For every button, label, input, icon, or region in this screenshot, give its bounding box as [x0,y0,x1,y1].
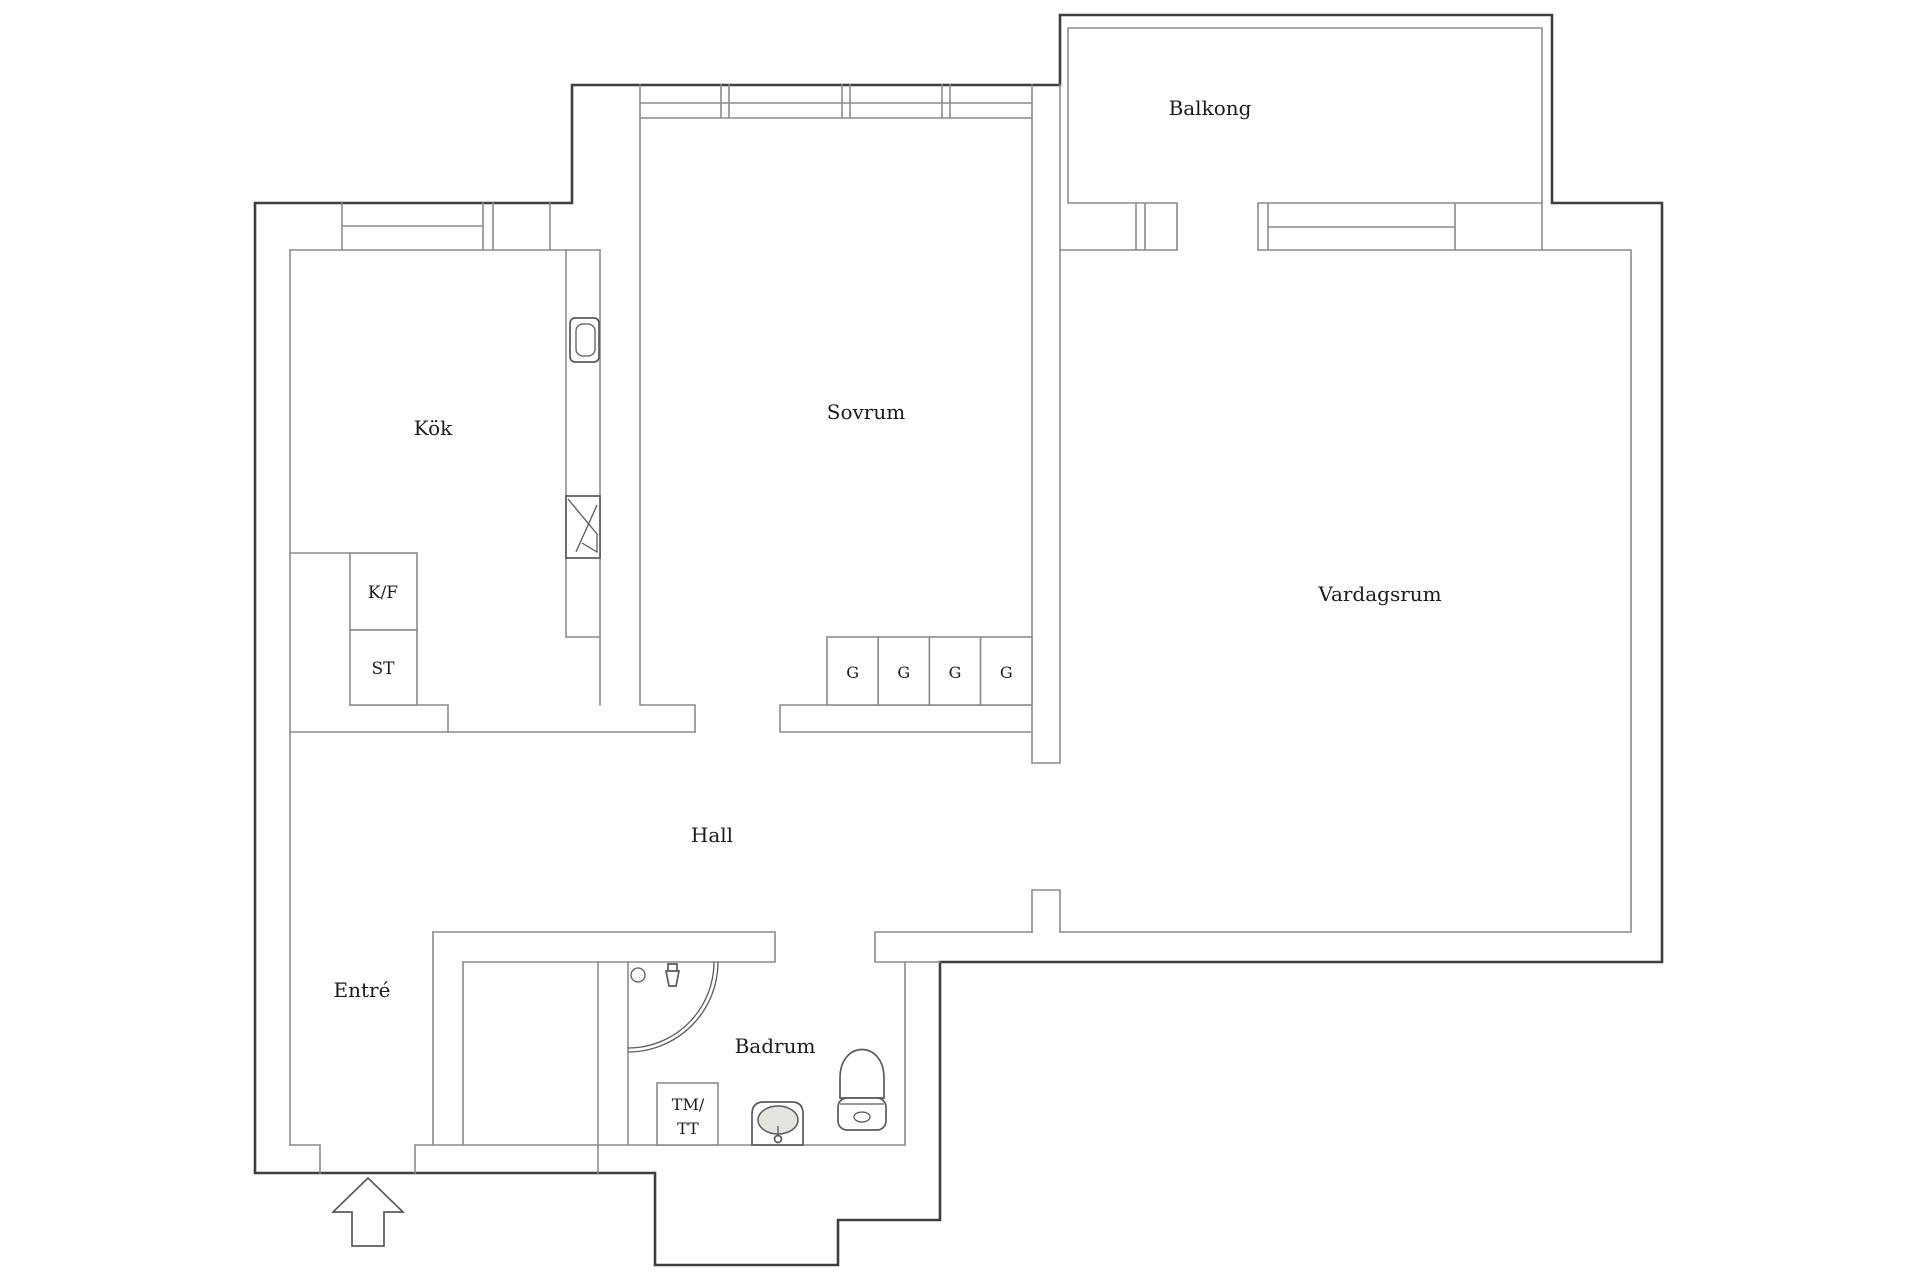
washer-dryer-box [656,1082,719,1146]
bathroom-fixtures [627,961,887,1146]
wardrobe-box [979,636,1033,706]
room-label-balkong: Balkong [1169,96,1252,120]
floor-drain-icon [630,967,646,983]
washer-dryer-label-line1: TM/ [672,1095,705,1114]
wardrobe-label: G [897,663,910,682]
washer-dryer-label-line2: TT [677,1119,699,1138]
toilet-icon [837,1048,887,1131]
shower-icon [627,961,719,1053]
fixture-labels: K/F ST G G G G TM/ TT [368,583,1013,1138]
room-label-vardagsrum: Vardagsrum [1317,582,1441,606]
room-label-kok: Kök [414,416,453,440]
kitchen-sink-icon [569,317,600,363]
fridge-freezer-box [349,552,418,631]
kitchen-fixtures [349,249,601,706]
wardrobe-label: G [846,663,859,682]
fridge-freezer-label: K/F [368,583,398,603]
bedroom-windows [639,84,1033,119]
sink-icon [751,1101,804,1146]
kitchen-counter [565,249,601,638]
entry-arrow-icon [330,1176,406,1247]
wardrobe-box [928,636,982,706]
exterior-wall-outline [253,13,1664,1267]
pantry-label: ST [372,659,396,679]
balcony-walls [1067,27,1543,251]
room-label-entre: Entré [334,978,391,1002]
stove-icon [565,495,601,559]
room-labels: Kök Sovrum Balkong Vardagsrum Hall Entré… [334,96,1442,1058]
room-label-sovrum: Sovrum [827,400,905,424]
wardrobe-label: G [949,663,962,682]
wardrobe-label: G [1000,663,1013,682]
wardrobe-box [826,636,880,706]
pantry-box [349,629,418,706]
room-label-hall: Hall [691,823,733,847]
bedroom-wardrobes [826,636,1033,706]
kitchen-window [341,202,551,251]
room-label-badrum: Badrum [735,1034,816,1058]
